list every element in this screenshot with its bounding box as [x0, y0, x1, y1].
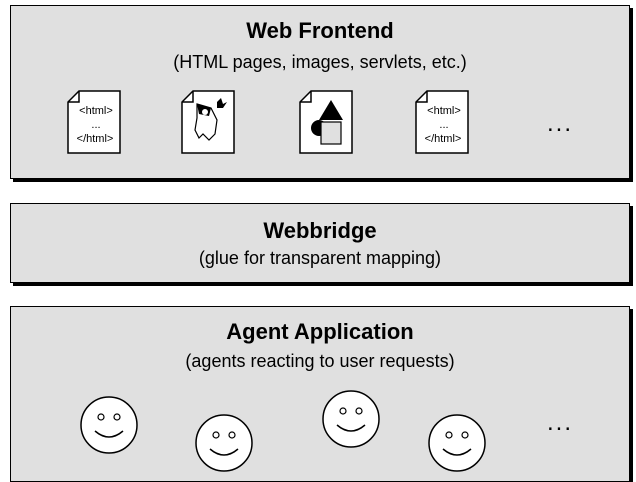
frontend-ellipsis: ... — [547, 110, 574, 137]
agent-smiley-icon-4 — [428, 414, 486, 472]
webbridge-title: Webbridge — [263, 218, 377, 243]
html-open-tag: <html> — [79, 105, 113, 117]
html-page-icon: <html> ... </html> — [67, 90, 121, 154]
agents-ellipsis: ... — [547, 409, 574, 436]
servlet-icon — [181, 90, 235, 154]
web-frontend-title: Web Frontend — [246, 18, 394, 43]
html-page-icon-2: <html> ... </html> — [415, 90, 469, 154]
html-close-tag: </html> — [76, 133, 114, 145]
html-dots: ... — [91, 119, 101, 131]
agent-smiley-icon-3 — [322, 390, 380, 448]
html-open-tag-2: <html> — [427, 105, 461, 117]
agent-smiley-icon — [80, 396, 138, 454]
agent-application-subtitle: (agents reacting to user requests) — [185, 351, 455, 371]
web-frontend-subtitle: (HTML pages, images, servlets, etc.) — [173, 52, 467, 72]
webbridge-layer: Webbridge (glue for transparent mapping) — [10, 203, 630, 283]
agent-smiley-icon-2 — [195, 414, 253, 472]
html-close-tag-2: </html> — [424, 133, 462, 145]
webbridge-subtitle: (glue for transparent mapping) — [198, 248, 442, 268]
agent-application-layer: Agent Application (agents reacting to us… — [10, 306, 630, 482]
agent-application-title: Agent Application — [226, 319, 414, 344]
web-frontend-layer: Web Frontend (HTML pages, images, servle… — [10, 5, 630, 179]
image-icon — [299, 90, 353, 154]
html-dots-2: ... — [439, 119, 449, 131]
